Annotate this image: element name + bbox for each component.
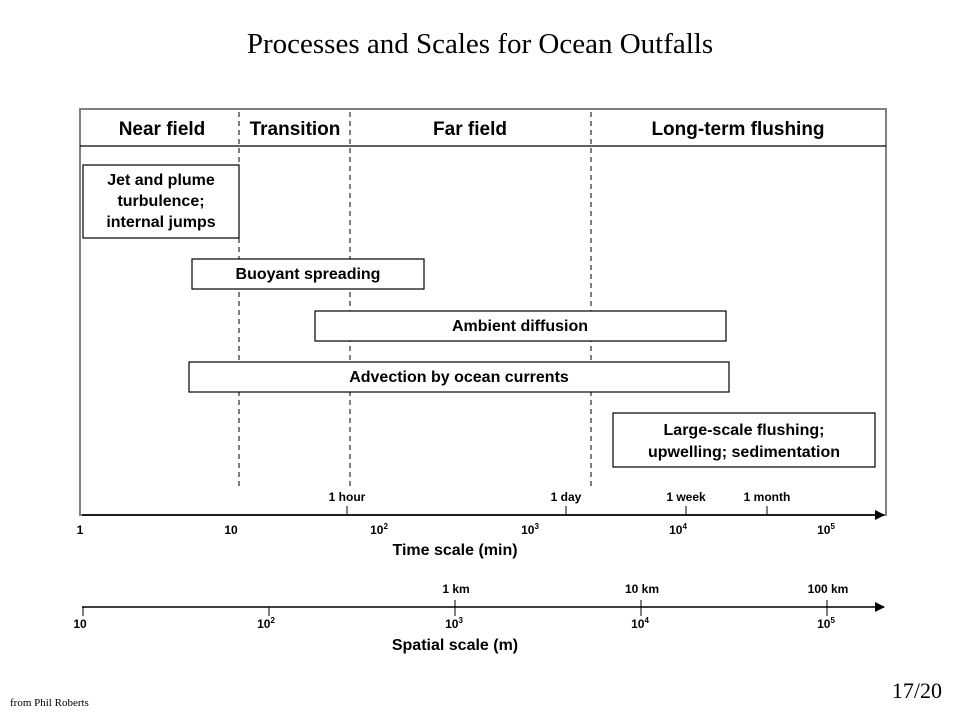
process-label-line: Jet and plume — [107, 172, 215, 189]
region-near-field: Near field — [119, 119, 206, 140]
space-marker-label: 1 km — [442, 582, 469, 596]
time-tick-label: 103 — [521, 522, 539, 537]
process-box — [314, 310, 727, 342]
time-tick-label: 1 — [77, 523, 84, 537]
time-axis-title: Time scale (min) — [392, 542, 517, 559]
process-advection: Advection by ocean currents — [188, 361, 730, 393]
time-tick-label: 104 — [669, 522, 687, 537]
time-marker-label: 1 month — [744, 490, 791, 504]
process-label-line: Ambient diffusion — [452, 318, 588, 335]
space-marker-label: 100 km — [808, 582, 849, 596]
space-axis-title: Spatial scale (m) — [392, 637, 518, 654]
space-marker-label: 10 km — [625, 582, 659, 596]
process-label-line: upwelling; sedimentation — [648, 444, 840, 461]
region-dividers — [238, 112, 592, 490]
page-number: 17/20 — [892, 678, 942, 703]
space-tick-label: 10 — [73, 617, 87, 631]
space-tick-label: 102 — [257, 616, 275, 631]
time-tick-label: 102 — [370, 522, 388, 537]
region-far-field: Far field — [433, 119, 507, 140]
time-marker-label: 1 week — [666, 490, 706, 504]
slide-title: Processes and Scales for Ocean Outfalls — [247, 28, 713, 60]
time-tick-label: 105 — [817, 522, 835, 537]
time-marker-label: 1 day — [551, 490, 582, 504]
process-buoyant-spreading: Buoyant spreading — [191, 258, 425, 290]
process-box — [82, 164, 240, 239]
process-label-line: turbulence; — [117, 193, 204, 210]
time-marker-label: 1 hour — [329, 490, 366, 504]
space-tick-label: 103 — [445, 616, 463, 631]
process-ambient-diffusion: Ambient diffusion — [314, 310, 727, 342]
space-tick-label: 104 — [631, 616, 649, 631]
time-tick-label: 10 — [224, 523, 238, 537]
process-label-line: Buoyant spreading — [236, 266, 381, 283]
process-box — [612, 412, 876, 468]
process-label-line: internal jumps — [106, 214, 215, 231]
region-transition: Transition — [250, 119, 341, 140]
space-axis: 1 km 10 km 100 km 10 102 103 104 105 Spa… — [73, 582, 885, 654]
process-box — [191, 258, 425, 290]
region-long-term-flushing: Long-term flushing — [651, 119, 824, 140]
process-box — [188, 361, 730, 393]
time-axis: 1 hour 1 day 1 week 1 month 1 10 102 103… — [77, 490, 885, 559]
process-label-line: Large-scale flushing; — [664, 422, 825, 439]
process-large-scale-flushing: Large-scale flushing; upwelling; sedimen… — [612, 412, 876, 468]
region-headers: Near field Transition Far field Long-ter… — [119, 119, 825, 140]
source-credit: from Phil Roberts — [10, 697, 89, 709]
process-label-line: Advection by ocean currents — [349, 369, 569, 386]
process-jet-plume: Jet and plume turbulence; internal jumps — [82, 164, 240, 239]
space-tick-label: 105 — [817, 616, 835, 631]
